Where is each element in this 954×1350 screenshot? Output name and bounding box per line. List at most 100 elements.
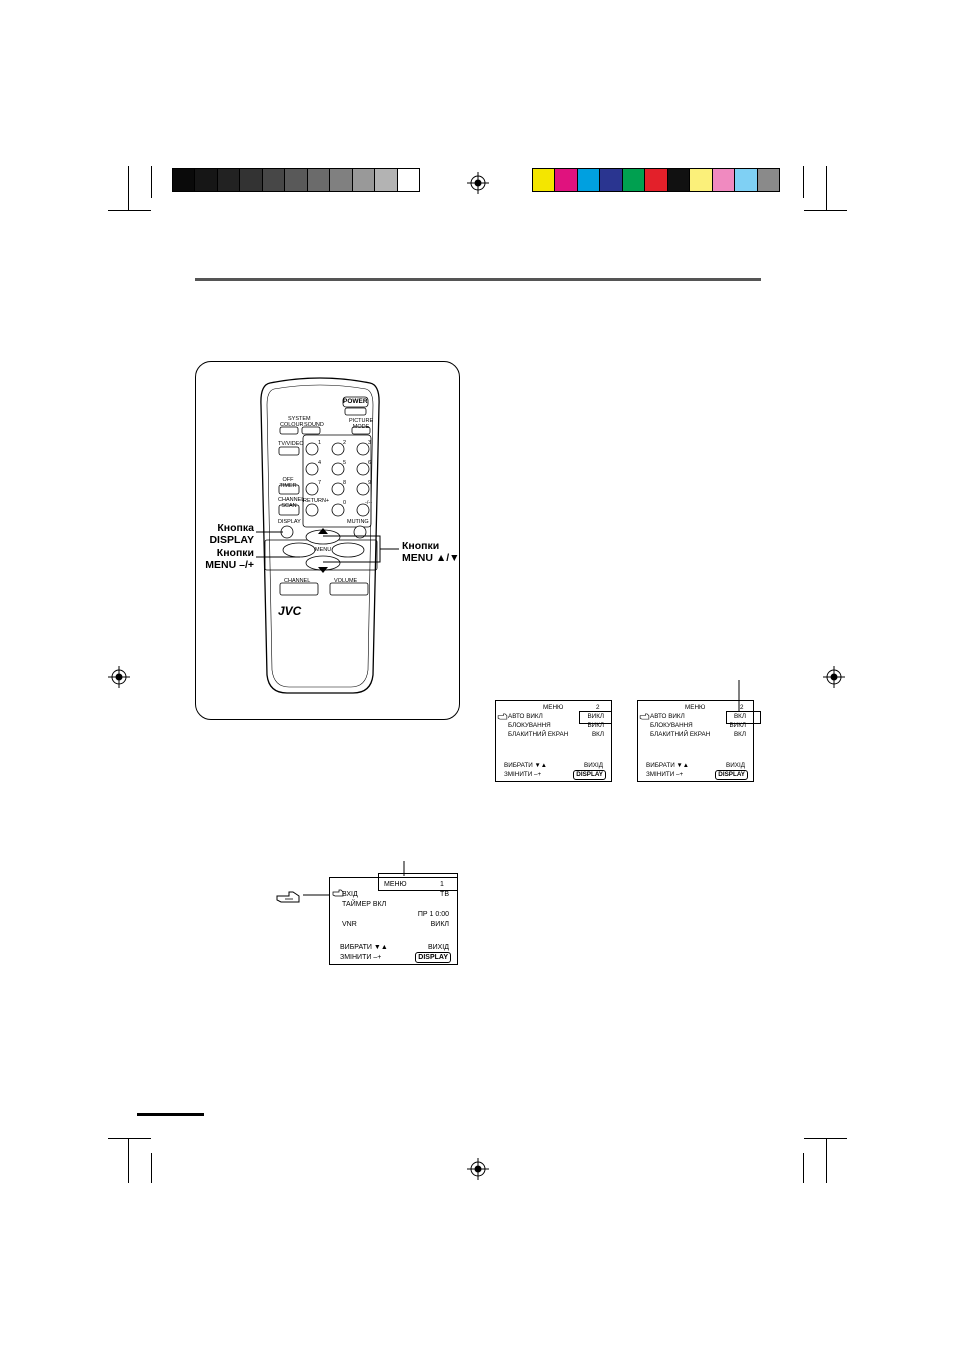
menu-title: МЕНЮ	[685, 704, 706, 711]
exit-hint: ВИХІД	[427, 944, 449, 951]
color-swatch	[533, 169, 556, 191]
menu-page-number: 2	[740, 704, 744, 711]
color-swatch	[555, 169, 578, 191]
menu-title: МЕНЮ	[543, 704, 564, 711]
menu-row-label: БЛОКУВАННЯ	[650, 722, 693, 729]
hand-pointer-icon	[639, 713, 650, 720]
system-label: SYSTEM	[288, 416, 311, 422]
value-highlight	[726, 711, 761, 724]
registration-mark-icon	[467, 172, 489, 194]
display-key-badge: DISPLAY	[415, 952, 451, 963]
digit-0: 0	[343, 500, 347, 506]
menu-row-label: VNR	[342, 921, 357, 928]
power-button-label: POWER	[343, 398, 368, 405]
color-swatch	[240, 169, 263, 191]
muting-button-label: MUTING	[347, 519, 369, 525]
color-bar	[532, 168, 780, 192]
color-swatch	[352, 169, 376, 191]
digit-dash: -/--	[365, 500, 373, 506]
hand-pointer-icon	[332, 889, 344, 897]
digit-7: 7	[318, 480, 322, 486]
registration-mark-icon	[108, 666, 130, 688]
return-plus-button-label: RETURN+	[303, 498, 330, 504]
menu-label: MENU	[315, 547, 332, 553]
channel-label: CHANNEL	[284, 578, 311, 584]
display-key-badge: DISPLAY	[715, 770, 748, 780]
colour-button-label: COLOUR	[280, 422, 304, 428]
digit-9: 9	[368, 480, 372, 486]
remote-illustration-frame	[195, 361, 460, 720]
color-swatch	[195, 169, 218, 191]
digit-4: 4	[318, 460, 322, 466]
channel-scan-button-label: CHANNEL SCAN	[278, 497, 305, 509]
exit-hint: ВИХІД	[584, 762, 603, 769]
color-swatch	[735, 169, 758, 191]
osd-menu-page-1: МЕНЮ 1 ВХІД ТВ ТАЙМЕР ВКЛ ПР 1 0:00 VNR …	[329, 873, 458, 965]
display-button-label: DISPLAY	[278, 519, 301, 525]
digit-1: 1	[318, 440, 322, 446]
color-swatch	[645, 169, 668, 191]
footer-rule	[137, 1113, 204, 1116]
osd-menu-page-2-on: МЕНЮ 2 АВТО ВИКЛ ВКЛ БЛОКУВАННЯ ВИКЛ БЛА…	[637, 700, 761, 782]
menu-row-value: ВИКЛ	[430, 921, 449, 928]
header-rule	[195, 278, 761, 281]
change-hint: ЗМІНИТИ –+	[646, 771, 684, 778]
tv-video-button-label: TV/VIDEO	[278, 441, 304, 447]
color-swatch	[375, 169, 398, 191]
off-timer-button-label: OFF TIMER	[279, 477, 297, 489]
menu-row-label: БЛАКИТНИЙ ЕКРАН	[508, 731, 569, 738]
change-hint: ЗМІНИТИ –+	[504, 771, 542, 778]
registration-mark-icon	[823, 666, 845, 688]
menu-row-label: АВТО ВИКЛ	[650, 713, 685, 720]
menu-row-value: ВИКЛ	[587, 713, 604, 720]
menu-row-value: ВКЛ	[733, 731, 746, 738]
color-swatch	[330, 169, 353, 191]
digit-5: 5	[343, 460, 347, 466]
registration-mark-icon	[467, 1158, 489, 1180]
menu-row-label: БЛОКУВАННЯ	[508, 722, 551, 729]
menu-title-highlight	[378, 873, 458, 891]
select-hint: ВИБРАТИ ▼▲	[340, 944, 388, 951]
menu-row-value: ВКЛ	[591, 731, 604, 738]
color-swatch	[285, 169, 308, 191]
color-swatch	[667, 169, 691, 191]
select-hint: ВИБРАТИ ▼▲	[504, 762, 547, 769]
volume-label: VOLUME	[334, 578, 358, 584]
color-swatch	[262, 169, 286, 191]
digit-6: 6	[368, 460, 372, 466]
digit-8: 8	[343, 480, 347, 486]
menu-row-value: ВКЛ	[733, 713, 746, 720]
color-swatch	[622, 169, 646, 191]
menu-row-value: ПР 1 0:00	[417, 911, 449, 918]
osd-menu-page-2-off: МЕНЮ 2 АВТО ВИКЛ ВИКЛ БЛОКУВАННЯ ВИКЛ БЛ…	[495, 700, 612, 782]
color-swatch	[690, 169, 713, 191]
grayscale-bar	[172, 168, 420, 192]
menu-row-label: БЛАКИТНИЙ ЕКРАН	[650, 731, 711, 738]
color-swatch	[757, 169, 779, 191]
jvc-logo: JVC	[278, 604, 302, 618]
color-swatch	[173, 169, 196, 191]
picture-mode-button-label: PICTURE MODE	[349, 418, 374, 430]
display-key-badge: DISPLAY	[573, 770, 606, 780]
digit-2: 2	[343, 440, 347, 446]
menu-page-number: 2	[596, 704, 600, 711]
color-swatch	[397, 169, 419, 191]
menu-row-value: ВИКЛ	[587, 722, 604, 729]
hand-pointer-icon	[497, 713, 508, 720]
menu-row-label: ТАЙМЕР ВКЛ	[342, 901, 387, 908]
color-swatch	[600, 169, 623, 191]
color-swatch	[712, 169, 736, 191]
menu-row-value: ВИКЛ	[729, 722, 746, 729]
remote-control-icon	[260, 377, 380, 694]
menu-page-number: 1	[440, 881, 444, 888]
menu-row-label: ВХІД	[342, 891, 358, 898]
select-hint: ВИБРАТИ ▼▲	[646, 762, 689, 769]
color-swatch	[307, 169, 331, 191]
value-highlight	[579, 711, 612, 724]
sound-button-label: SOUND	[304, 422, 324, 428]
exit-hint: ВИХІД	[726, 762, 745, 769]
